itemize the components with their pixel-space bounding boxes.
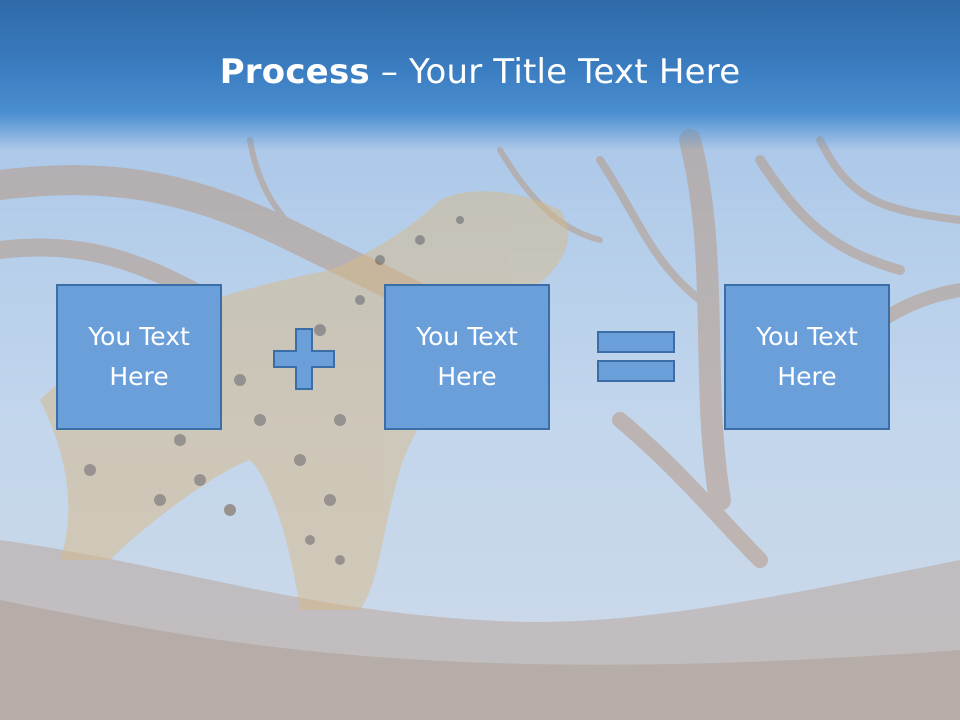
title-bold-text: Process	[219, 52, 370, 92]
text-box-3-label: You Text Here	[756, 322, 858, 391]
text-box-1-label: You Text Here	[88, 322, 190, 391]
text-box-3[interactable]: You Text Here	[724, 284, 890, 430]
equals-icon	[597, 331, 675, 382]
text-box-2[interactable]: You Text Here	[384, 284, 550, 430]
title-rest-text: – Your Title Text Here	[369, 52, 741, 92]
text-box-1[interactable]: You Text Here	[56, 284, 222, 430]
text-box-2-label: You Text Here	[416, 322, 518, 391]
plus-icon	[273, 328, 335, 390]
slide-title[interactable]: Process – Your Title Text Here	[0, 52, 960, 92]
title-bar	[0, 0, 960, 150]
